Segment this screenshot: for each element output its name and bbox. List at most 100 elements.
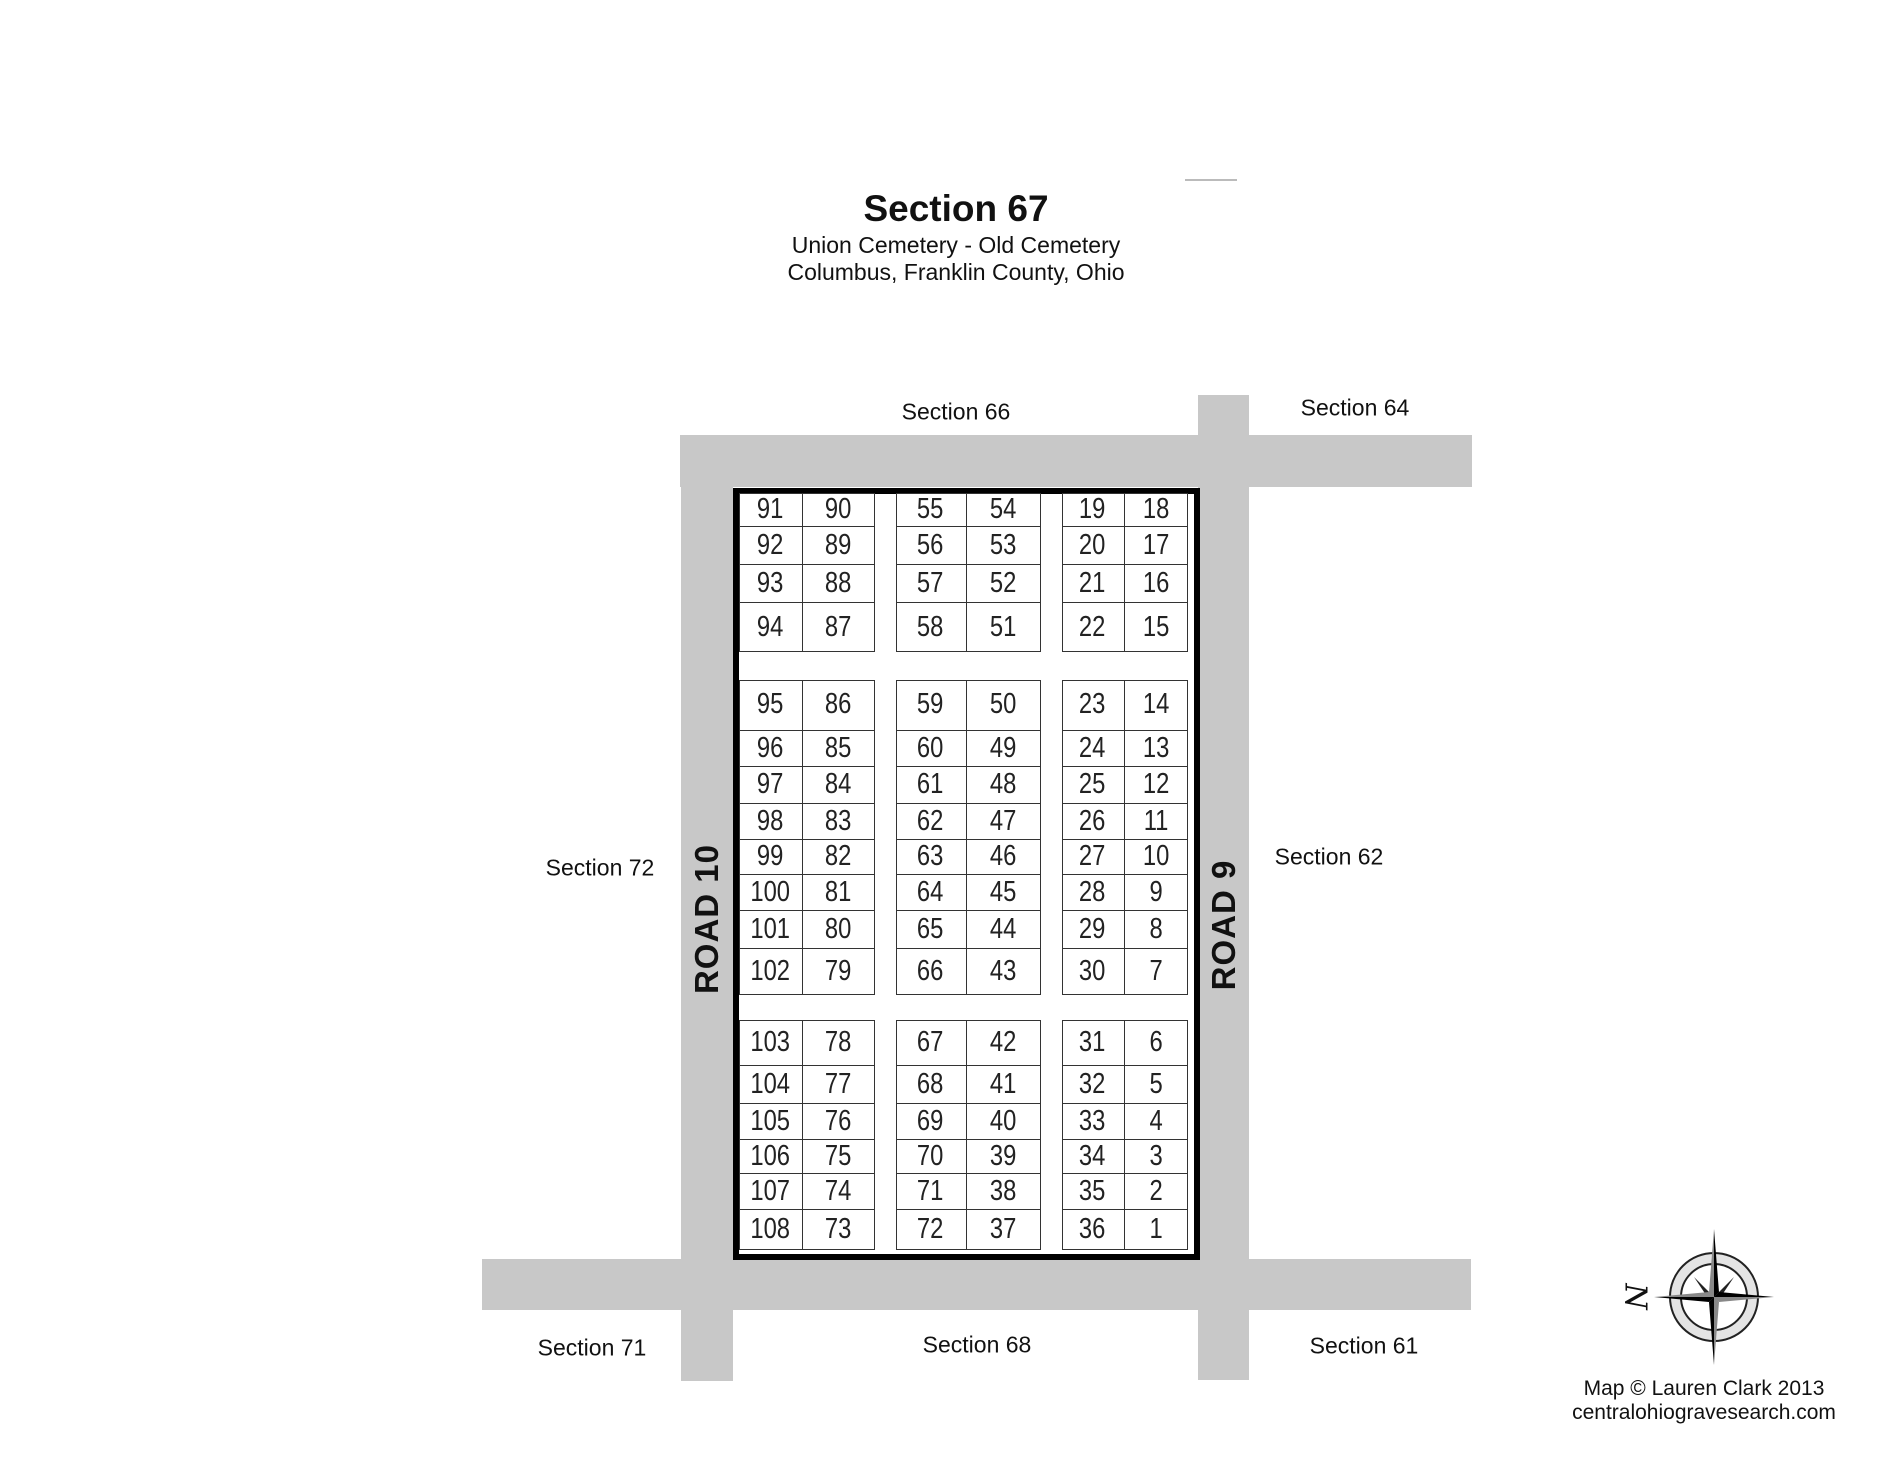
plot-cell[interactable]: 53	[966, 527, 1041, 565]
plot-cell[interactable]: 101	[738, 910, 803, 949]
plot-cell[interactable]: 102	[739, 948, 803, 995]
plot-cell[interactable]: 13	[1124, 731, 1188, 767]
plot-cell[interactable]: 52	[966, 565, 1041, 603]
plot-cell[interactable]: 95	[738, 679, 803, 731]
plot-cell[interactable]: 43	[967, 949, 1041, 995]
plot-cell[interactable]: 83	[802, 804, 875, 840]
plot-cell[interactable]: 107	[738, 1173, 803, 1210]
plot-cell[interactable]: 21	[1061, 564, 1125, 603]
plot-cell[interactable]: 24	[1061, 730, 1125, 767]
plot-cell[interactable]: 69	[895, 1103, 967, 1140]
plot-cell[interactable]: 73	[803, 1210, 875, 1250]
plot-cell[interactable]: 55	[895, 492, 967, 527]
plot-cell[interactable]: 23	[1061, 679, 1125, 731]
plot-cell[interactable]: 18	[1124, 493, 1188, 527]
plot-cell[interactable]: 80	[802, 911, 875, 949]
plot-cell[interactable]: 97	[738, 766, 803, 804]
plot-cell[interactable]: 2	[1124, 1174, 1188, 1210]
plot-cell[interactable]: 8	[1124, 911, 1188, 949]
plot-cell[interactable]: 10	[1124, 840, 1188, 875]
plot-cell[interactable]: 74	[802, 1174, 875, 1210]
plot-cell[interactable]: 66	[896, 948, 967, 995]
plot-cell[interactable]: 71	[895, 1173, 967, 1210]
plot-cell[interactable]: 67	[895, 1019, 967, 1066]
plot-cell[interactable]: 35	[1061, 1173, 1125, 1210]
plot-cell[interactable]: 39	[966, 1140, 1041, 1174]
plot-cell[interactable]: 108	[739, 1209, 803, 1250]
plot-cell[interactable]: 45	[966, 875, 1041, 911]
plot-cell[interactable]: 105	[738, 1103, 803, 1140]
plot-cell[interactable]: 62	[895, 803, 967, 840]
plot-cell[interactable]: 84	[802, 767, 875, 804]
plot-cell[interactable]: 49	[966, 731, 1041, 767]
plot-cell[interactable]: 104	[738, 1065, 803, 1104]
plot-cell[interactable]: 92	[738, 526, 803, 565]
plot-cell[interactable]: 72	[896, 1209, 967, 1250]
plot-cell[interactable]: 50	[966, 680, 1041, 731]
plot-cell[interactable]: 41	[966, 1066, 1041, 1104]
plot-cell[interactable]: 16	[1124, 565, 1188, 603]
plot-cell[interactable]: 100	[738, 874, 803, 911]
plot-cell[interactable]: 15	[1125, 603, 1188, 652]
plot-cell[interactable]: 106	[738, 1139, 803, 1174]
plot-cell[interactable]: 29	[1061, 910, 1125, 949]
plot-cell[interactable]: 88	[802, 565, 875, 603]
plot-cell[interactable]: 40	[966, 1104, 1041, 1140]
plot-cell[interactable]: 4	[1124, 1104, 1188, 1140]
plot-cell[interactable]: 33	[1061, 1103, 1125, 1140]
plot-cell[interactable]: 70	[895, 1139, 967, 1174]
plot-cell[interactable]: 42	[966, 1020, 1041, 1066]
plot-cell[interactable]: 78	[802, 1020, 875, 1066]
plot-cell[interactable]: 17	[1124, 527, 1188, 565]
plot-cell[interactable]: 60	[895, 730, 967, 767]
plot-cell[interactable]: 34	[1061, 1139, 1125, 1174]
plot-cell[interactable]: 59	[895, 679, 967, 731]
plot-cell[interactable]: 87	[803, 603, 875, 652]
plot-cell[interactable]: 32	[1061, 1065, 1125, 1104]
plot-cell[interactable]: 44	[966, 911, 1041, 949]
plot-cell[interactable]: 91	[738, 492, 803, 527]
plot-cell[interactable]: 96	[738, 730, 803, 767]
plot-cell[interactable]: 65	[895, 910, 967, 949]
plot-cell[interactable]: 11	[1124, 804, 1188, 840]
plot-cell[interactable]: 85	[802, 731, 875, 767]
plot-cell[interactable]: 94	[739, 602, 803, 652]
plot-cell[interactable]: 9	[1124, 875, 1188, 911]
plot-cell[interactable]: 26	[1061, 803, 1125, 840]
plot-cell[interactable]: 28	[1061, 874, 1125, 911]
plot-cell[interactable]: 12	[1124, 767, 1188, 804]
plot-cell[interactable]: 103	[738, 1019, 803, 1066]
plot-cell[interactable]: 30	[1062, 948, 1125, 995]
plot-cell[interactable]: 86	[802, 680, 875, 731]
plot-cell[interactable]: 6	[1124, 1020, 1188, 1066]
plot-cell[interactable]: 93	[738, 564, 803, 603]
plot-cell[interactable]: 5	[1124, 1066, 1188, 1104]
plot-cell[interactable]: 89	[802, 527, 875, 565]
plot-cell[interactable]: 79	[803, 949, 875, 995]
plot-cell[interactable]: 99	[738, 839, 803, 875]
plot-cell[interactable]: 68	[895, 1065, 967, 1104]
plot-cell[interactable]: 3	[1124, 1140, 1188, 1174]
plot-cell[interactable]: 14	[1124, 680, 1188, 731]
plot-cell[interactable]: 47	[966, 804, 1041, 840]
plot-cell[interactable]: 57	[895, 564, 967, 603]
plot-cell[interactable]: 82	[802, 840, 875, 875]
plot-cell[interactable]: 1	[1125, 1210, 1188, 1250]
plot-cell[interactable]: 31	[1061, 1019, 1125, 1066]
plot-cell[interactable]: 46	[966, 840, 1041, 875]
plot-cell[interactable]: 27	[1061, 839, 1125, 875]
plot-cell[interactable]: 48	[966, 767, 1041, 804]
plot-cell[interactable]: 54	[966, 493, 1041, 527]
plot-cell[interactable]: 64	[895, 874, 967, 911]
plot-cell[interactable]: 19	[1061, 492, 1125, 527]
plot-cell[interactable]: 7	[1125, 949, 1188, 995]
plot-cell[interactable]: 38	[966, 1174, 1041, 1210]
plot-cell[interactable]: 61	[895, 766, 967, 804]
plot-cell[interactable]: 37	[967, 1210, 1041, 1250]
plot-cell[interactable]: 76	[802, 1104, 875, 1140]
plot-cell[interactable]: 56	[895, 526, 967, 565]
plot-cell[interactable]: 63	[895, 839, 967, 875]
plot-cell[interactable]: 20	[1061, 526, 1125, 565]
plot-cell[interactable]: 22	[1062, 602, 1125, 652]
plot-cell[interactable]: 25	[1061, 766, 1125, 804]
